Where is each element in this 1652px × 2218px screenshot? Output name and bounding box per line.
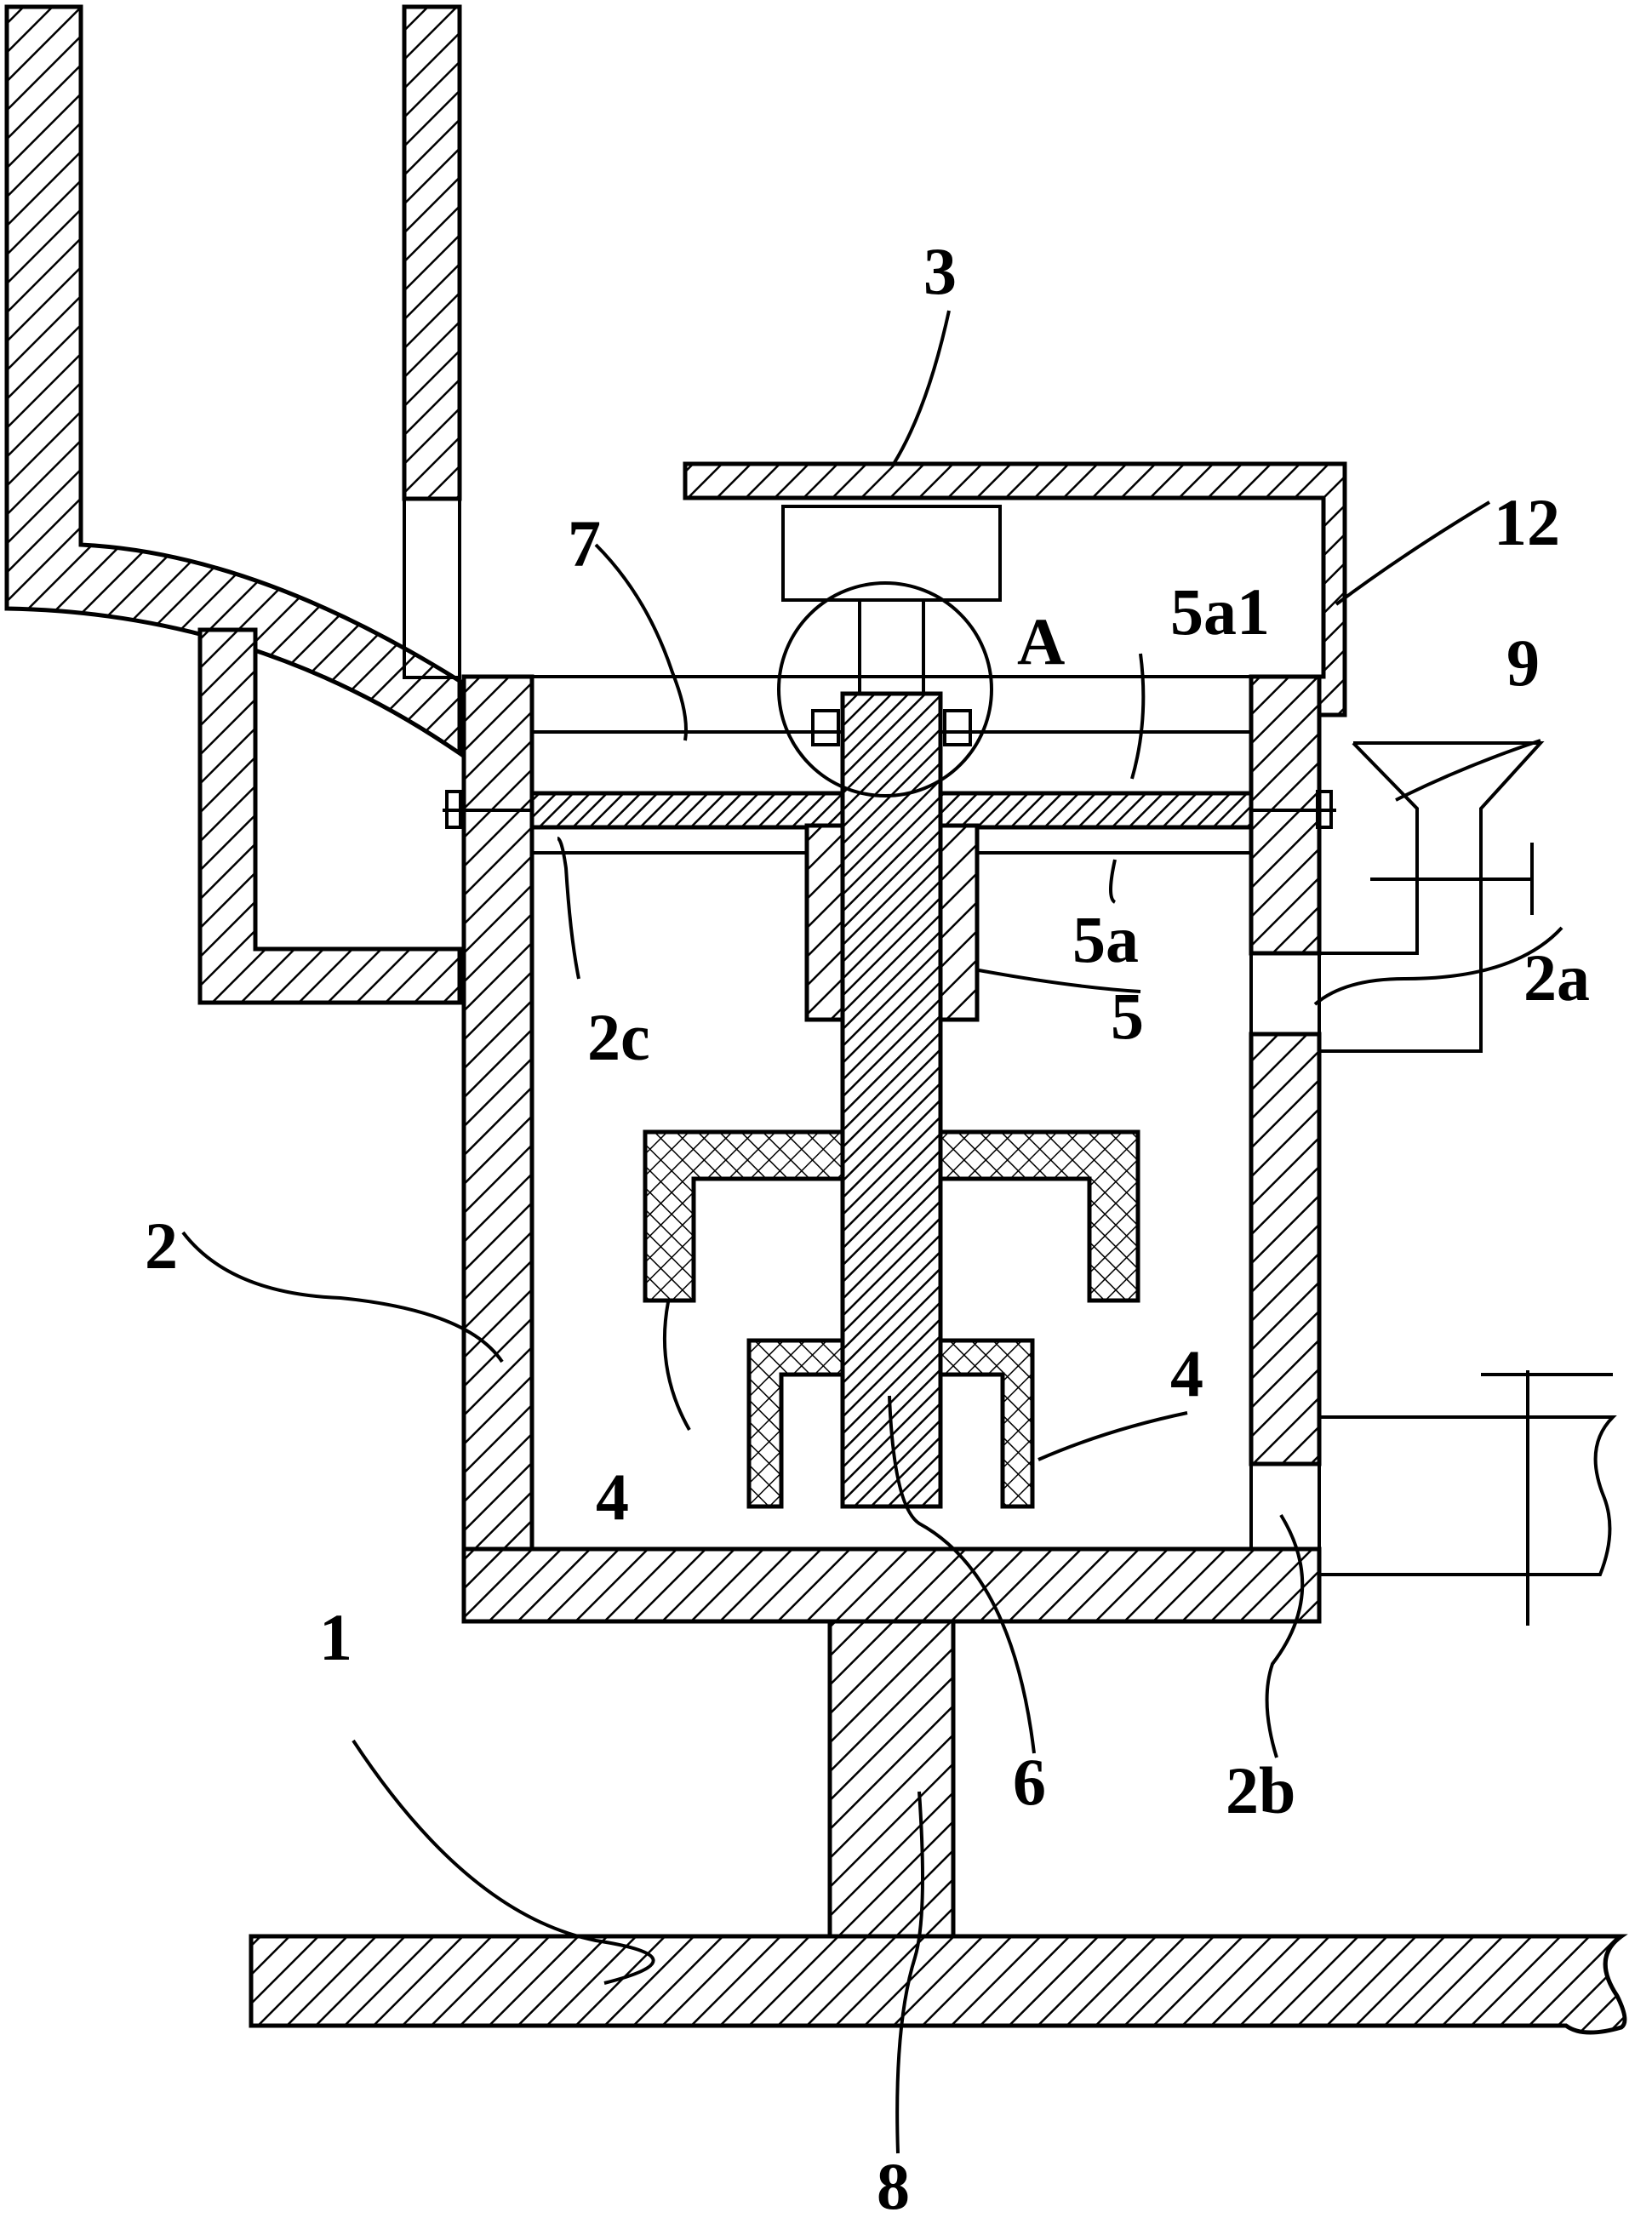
callout-4-left: 4 (596, 1460, 629, 1534)
callout-3: 3 (923, 234, 957, 308)
callout-A: A (1017, 604, 1065, 678)
central-shaft (840, 691, 943, 1509)
top-cover-bracket (683, 461, 1347, 717)
callout-1: 1 (319, 1600, 352, 1674)
callout-2: 2 (145, 1209, 178, 1283)
callout-5a: 5a (1072, 902, 1139, 976)
callout-2c: 2c (587, 1000, 650, 1074)
side-bracket (197, 627, 462, 1005)
callout-labels: 3 12 7 A 5a1 9 5a 5 2a 2c 2 4 4 6 2b 1 8 (145, 234, 1590, 2218)
callout-7: 7 (568, 506, 601, 580)
callout-8: 8 (877, 2149, 910, 2218)
paddle-lower (746, 1338, 1035, 1509)
callout-5a1: 5a1 (1170, 575, 1270, 649)
inlet-chute (4, 4, 462, 757)
leader-lines (181, 310, 1563, 2154)
callout-2a: 2a (1523, 940, 1590, 1015)
base-plate (249, 1934, 1628, 2035)
housing (461, 674, 1322, 1624)
callout-12: 12 (1494, 485, 1560, 559)
callout-5: 5 (1111, 979, 1144, 1053)
outlet-pipe (1319, 1370, 1617, 1626)
callout-2b: 2b (1226, 1753, 1295, 1827)
callout-4-right: 4 (1170, 1336, 1203, 1410)
funnel (1319, 741, 1545, 1053)
callout-9: 9 (1506, 626, 1540, 700)
detail-circle (777, 581, 993, 797)
support-column (827, 1619, 956, 1939)
callout-6: 6 (1013, 1745, 1046, 1819)
paddle-upper (643, 1129, 1140, 1303)
